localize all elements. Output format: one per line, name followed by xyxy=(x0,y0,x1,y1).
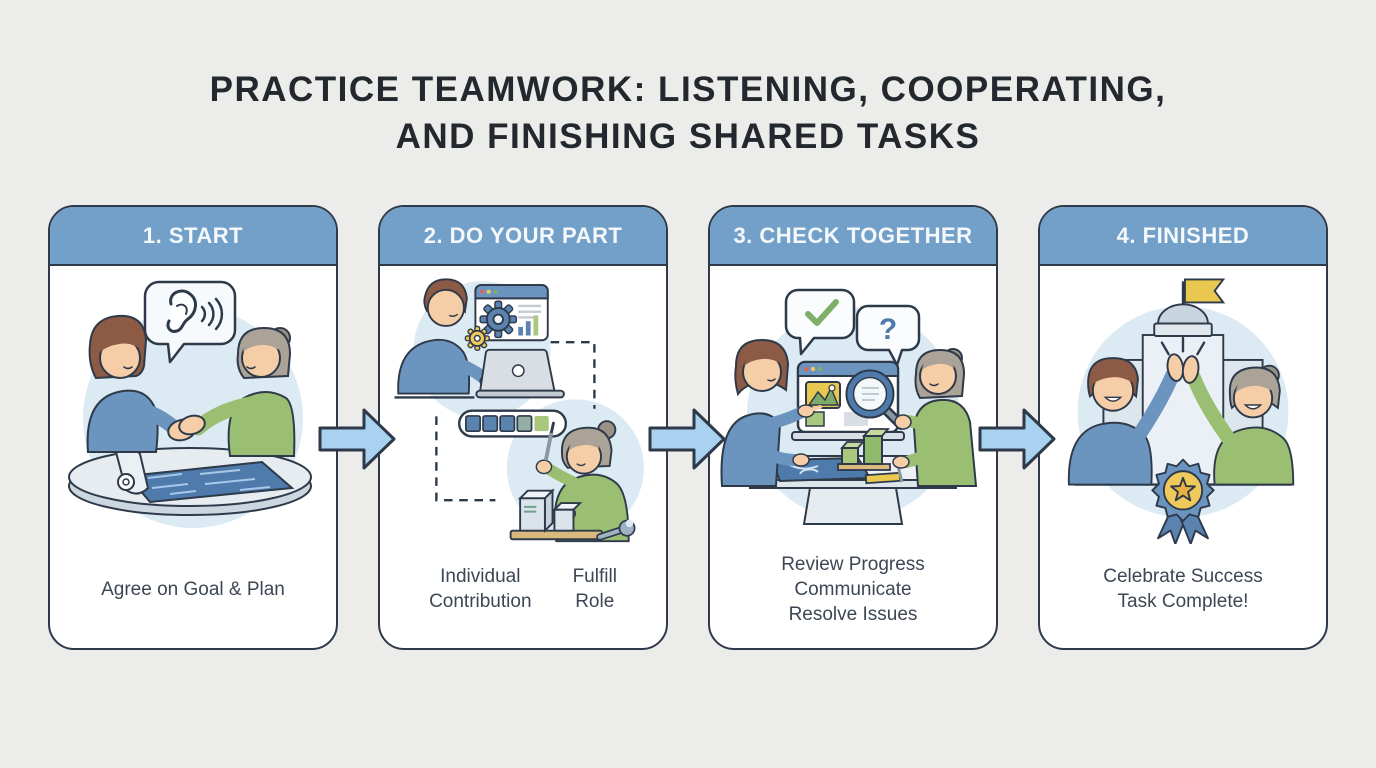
bar-chart-icon xyxy=(518,304,542,336)
gear-icon xyxy=(479,300,518,339)
question-bubble-icon: ? xyxy=(855,304,921,367)
small-gear-icon xyxy=(464,325,490,351)
person-right xyxy=(1186,364,1295,486)
step-caption-fulfill-role: Fulfill Role xyxy=(572,566,617,612)
checkmark-icon xyxy=(805,299,839,326)
step-header-do-your-part: 2. DO YOUR PART xyxy=(380,207,666,266)
sound-waves-icon xyxy=(200,297,224,331)
wrench-icon xyxy=(596,519,636,541)
step-header-start: 1. START xyxy=(50,207,336,266)
review-together-illustration: ? xyxy=(720,288,978,525)
arrow-icon xyxy=(648,408,726,470)
screwdriver-icon xyxy=(543,421,555,461)
page-title: PRACTICE TEAMWORK: LISTENING, COOPERATIN… xyxy=(0,66,1376,160)
question-mark-icon: ? xyxy=(879,313,897,346)
person-left xyxy=(1067,357,1180,486)
celebration-illustration xyxy=(1067,278,1295,544)
person-assembling xyxy=(535,420,630,543)
person-right xyxy=(892,348,978,487)
step-caption-start: Agree on Goal & Plan xyxy=(101,578,285,600)
step-caption-finished: Celebrate Success Task Complete! xyxy=(1103,566,1263,612)
step-card-start: 1. START xyxy=(48,205,338,650)
step-card-check-together: 3. CHECK TOGETHER xyxy=(708,205,998,650)
ear-icon xyxy=(166,289,197,333)
arrow-icon xyxy=(978,408,1056,470)
spark-lines xyxy=(1160,336,1206,356)
person-at-laptop xyxy=(394,278,565,399)
page-title-line1: PRACTICE TEAMWORK: LISTENING, COOPERATIN… xyxy=(209,70,1167,109)
step-header-check-together: 3. CHECK TOGETHER xyxy=(710,207,996,266)
step-caption-check-together: Review Progress Communicate Resolve Issu… xyxy=(781,553,925,625)
flag-icon xyxy=(1183,278,1226,304)
arrow-icon xyxy=(318,408,396,470)
handshake-icon xyxy=(167,414,206,442)
page-title-line2: AND FINISHING SHARED TASKS xyxy=(395,117,981,156)
progress-bar-icon xyxy=(458,409,568,438)
individual-work-illustration xyxy=(394,278,644,543)
person-left xyxy=(86,314,180,453)
step-card-do-your-part: 2. DO YOUR PART xyxy=(378,205,668,650)
blueprint-icon xyxy=(114,446,295,504)
award-ribbon-icon xyxy=(1151,458,1215,544)
ruler-icon xyxy=(864,471,902,485)
image-placeholder-icon xyxy=(805,381,841,409)
checkmark-bubble-icon xyxy=(784,288,856,356)
dashed-connector-right xyxy=(550,340,596,409)
speech-bubble-icon xyxy=(143,280,237,364)
person-left xyxy=(720,338,822,487)
star-icon xyxy=(1170,476,1196,502)
handshake-agreement-illustration xyxy=(68,280,312,528)
dashed-connector-left xyxy=(435,416,496,502)
worktable xyxy=(748,428,958,525)
step-header-finished: 4. FINISHED xyxy=(1040,207,1326,266)
step-card-finished: 4. FINISHED xyxy=(1038,205,1328,650)
laptop-icon xyxy=(475,348,565,399)
high-five-icon xyxy=(1166,353,1200,384)
step-caption-individual-contribution: Individual Contribution xyxy=(429,566,532,612)
